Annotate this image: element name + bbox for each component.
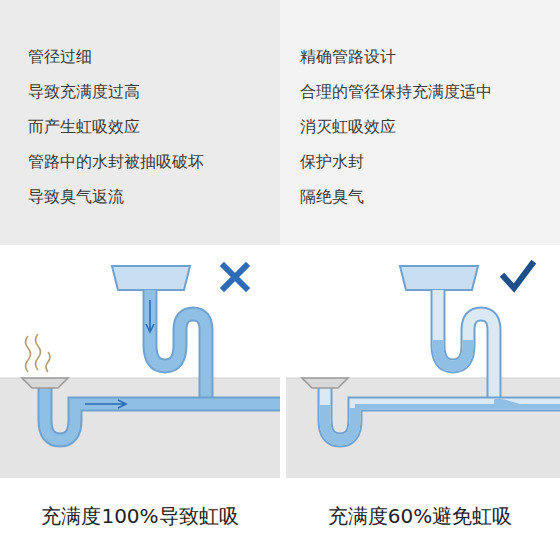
panel-text: 导致充满度过高	[28, 75, 280, 110]
floor	[0, 378, 280, 478]
left-plumbing	[22, 266, 280, 440]
floor	[286, 378, 560, 478]
panel-text: 隔绝臭气	[300, 180, 560, 215]
panel-text: 导致臭气返流	[28, 180, 280, 215]
panel-text: 精确管路设计	[300, 40, 560, 75]
panel-text: 而产生虹吸效应	[28, 110, 280, 145]
panel-text: 合理的管径保持充满度适中	[300, 75, 560, 110]
panel-text: 管路中的水封被抽吸破坏	[28, 145, 280, 180]
caption-text: 充满度100%导致虹吸	[41, 503, 238, 530]
text-panel: 精确管路设计合理的管径保持充满度适中消灭虹吸效应保护水封隔绝臭气	[280, 0, 560, 245]
text-panel: 管径过细导致充满度过高而产生虹吸效应管路中的水封被抽吸破坏导致臭气返流	[0, 0, 280, 245]
panel-text: 消灭虹吸效应	[300, 110, 560, 145]
right-plumbing	[302, 264, 560, 440]
panel-text: 管径过细	[28, 40, 280, 75]
panel-text: 保护水封	[300, 145, 560, 180]
caption-text: 充满度60%避免虹吸	[328, 503, 512, 530]
